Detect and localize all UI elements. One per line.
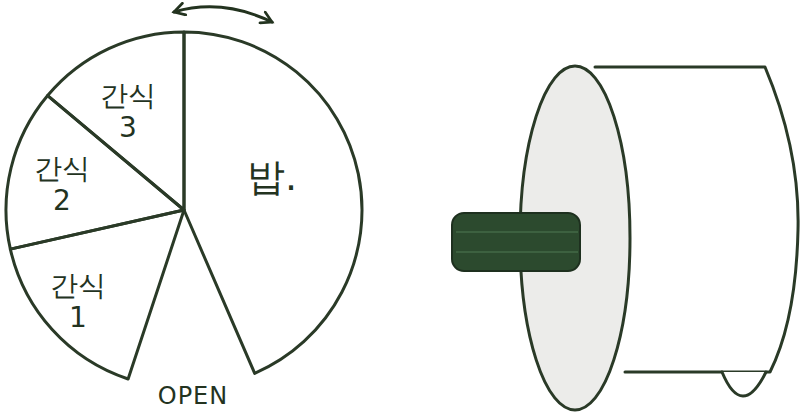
drum-foot	[722, 372, 766, 396]
gap-label: OPEN	[158, 382, 228, 410]
sector-label: 간식 3	[97, 80, 159, 144]
shaft-grooves	[456, 232, 578, 252]
sector-label: 간식 1	[47, 270, 109, 334]
rotation-arrow	[174, 7, 272, 22]
drum-shaft	[452, 213, 580, 271]
sector-label: 밥.	[212, 156, 332, 200]
sector-label: 간식 2	[31, 153, 93, 217]
